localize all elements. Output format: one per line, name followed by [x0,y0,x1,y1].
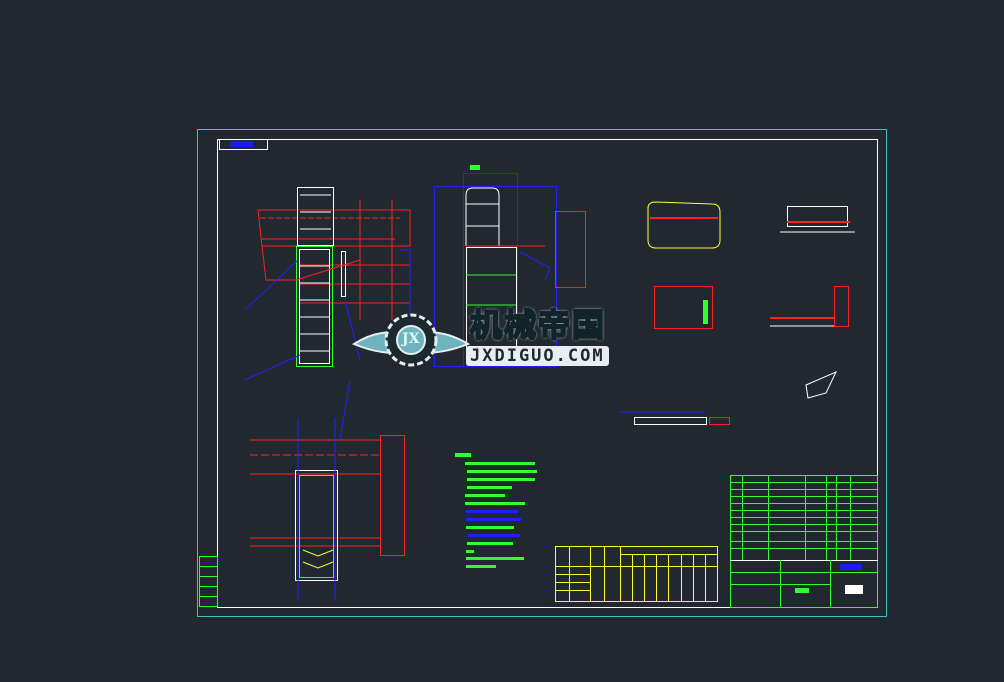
watermark-subtitle: JXDIGUO.COM [466,346,609,366]
drawing-number-text [231,141,253,147]
side-table [199,556,218,607]
ladder-front-view [244,187,411,381]
title-block [730,475,878,608]
ladder-side-view [434,165,586,367]
outer-frame [197,129,887,617]
drawing-number-box [219,139,268,150]
gear-wings-logo-icon [352,313,470,367]
logo-letters: JX [402,331,420,347]
watermark-title: 机械帝国 [469,306,607,344]
technical-notes [455,453,537,568]
inner-border [217,139,878,608]
parameter-table [555,546,718,602]
ladder-plan-view [250,379,405,600]
section-views [620,201,855,425]
watermark: JX 机械帝国 JXDIGUO.COM [352,306,652,372]
